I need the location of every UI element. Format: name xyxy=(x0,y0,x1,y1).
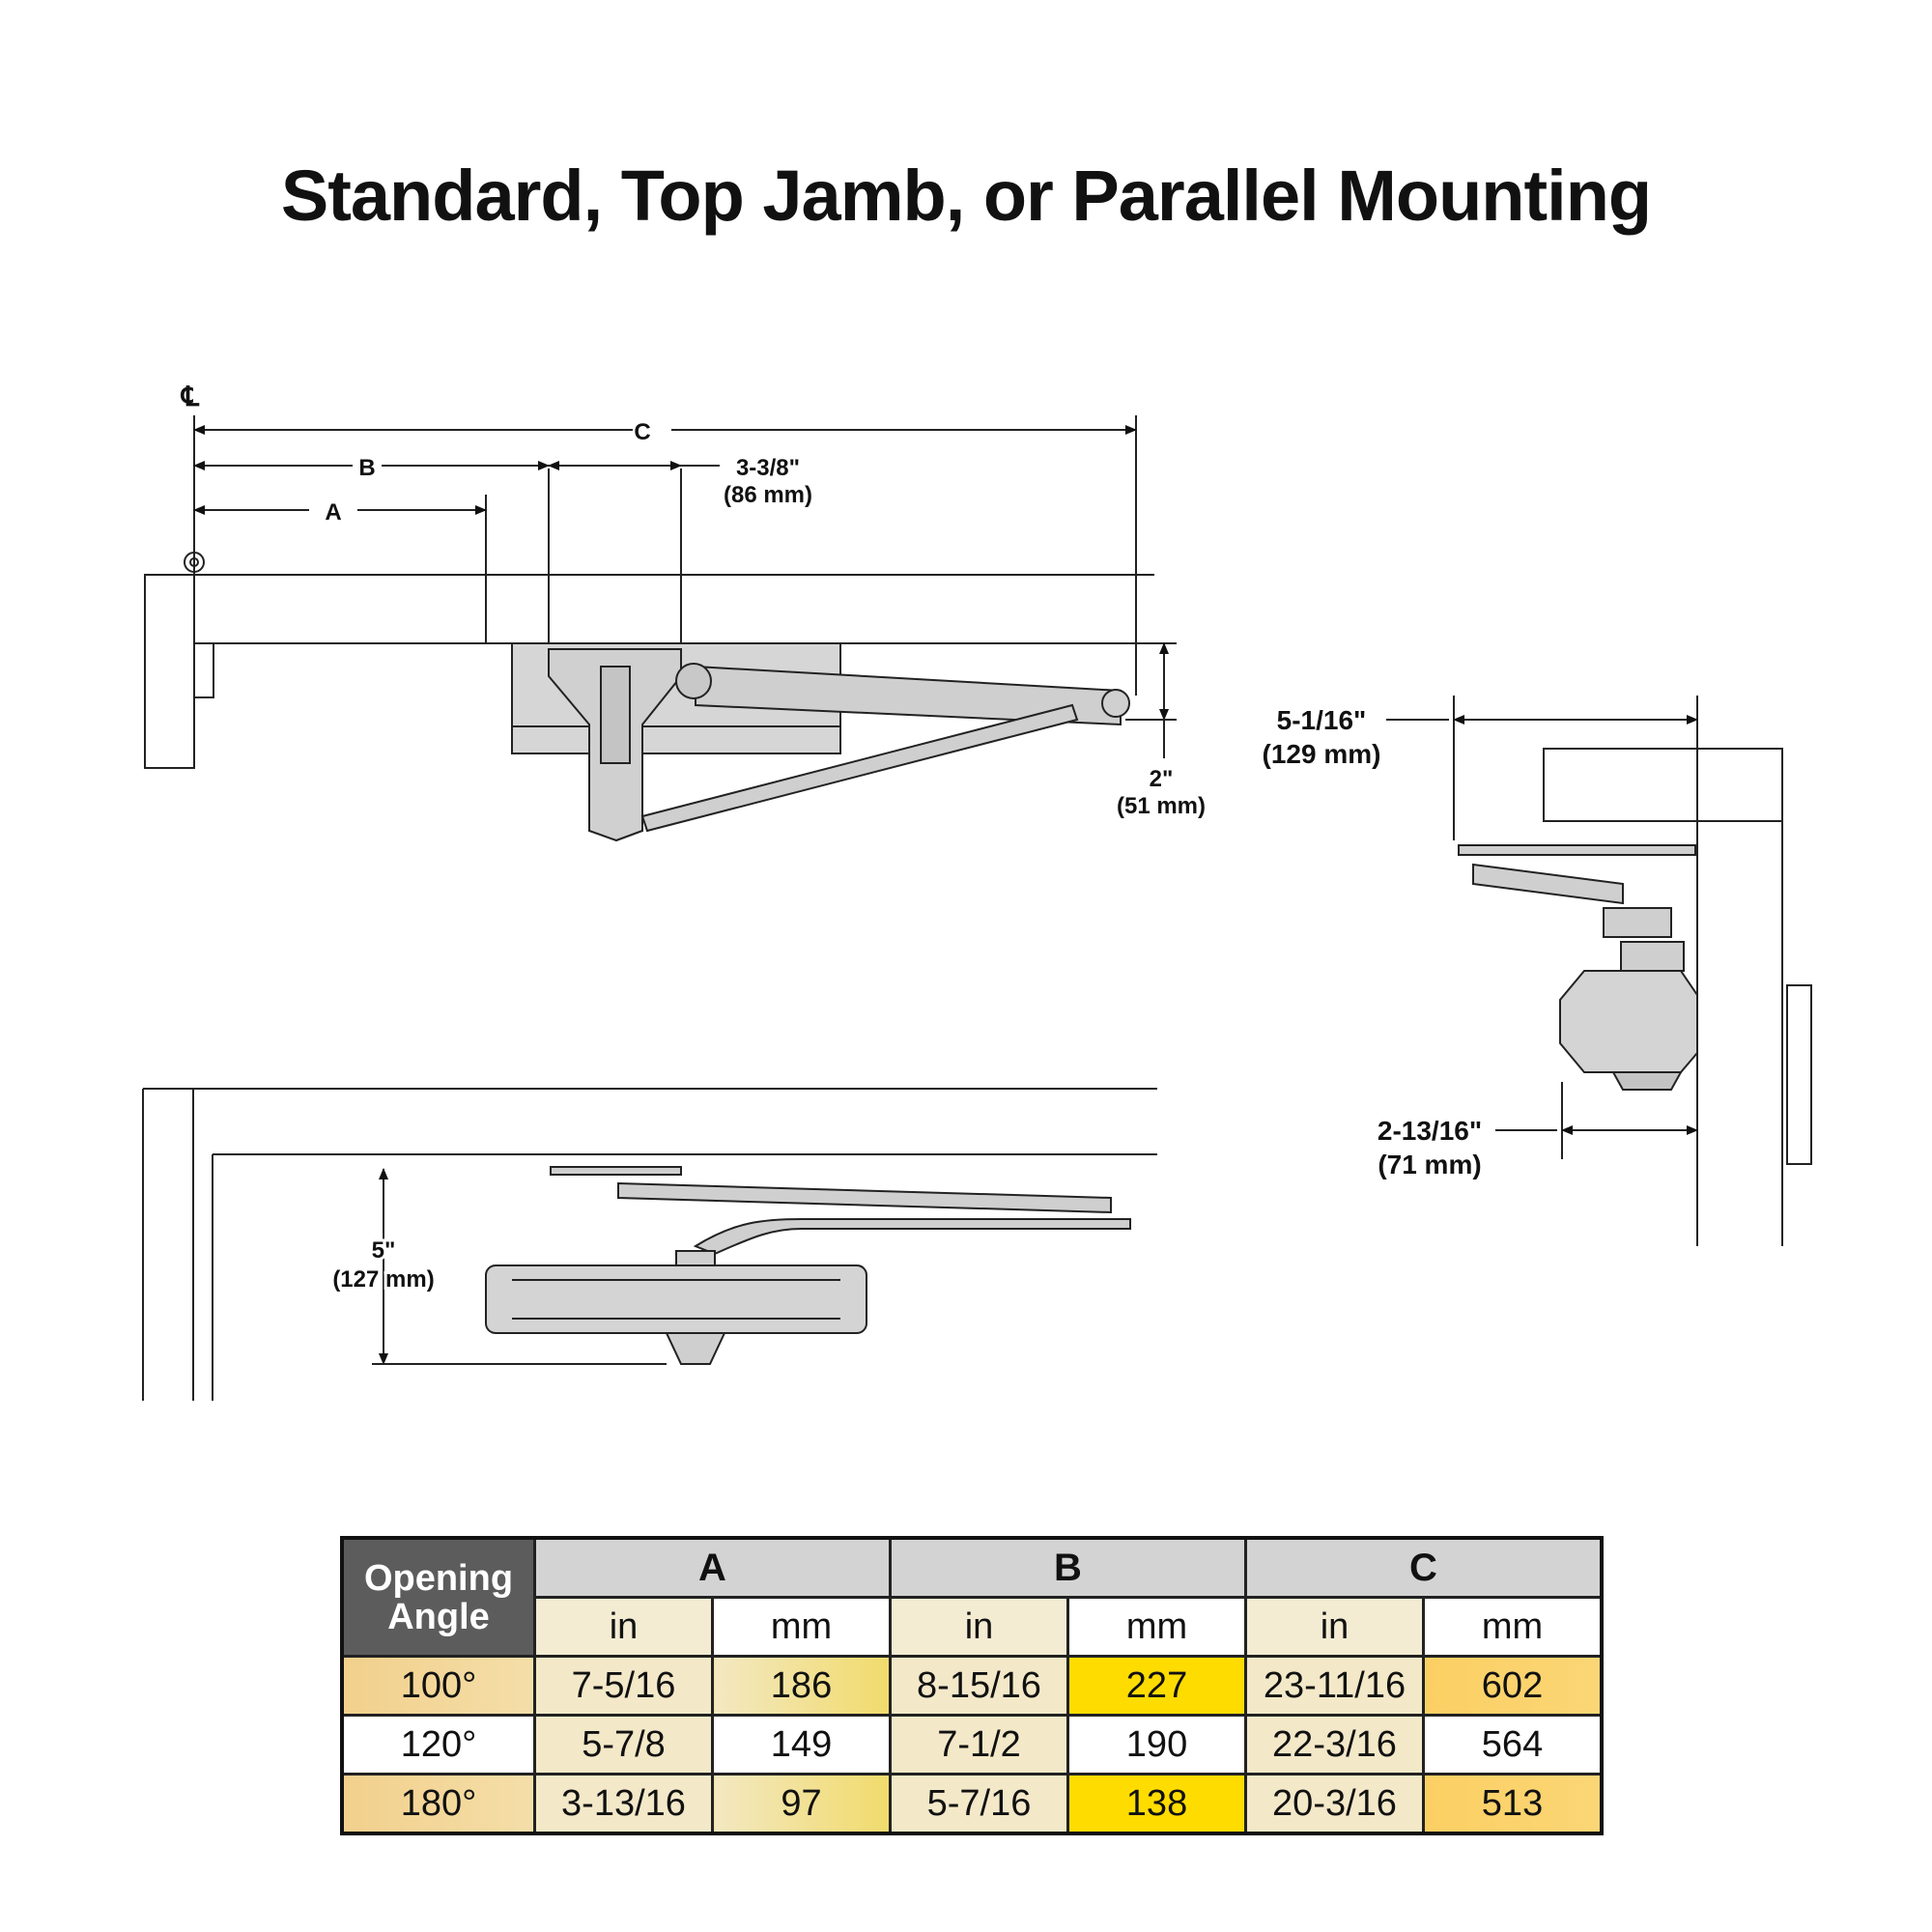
depth-mm-label: (71 mm) xyxy=(1378,1150,1481,1179)
table-cell: 7-5/16 xyxy=(533,1655,714,1717)
table-cell: 149 xyxy=(711,1714,892,1776)
table-cell: 23-11/16 xyxy=(1244,1655,1425,1717)
top-view-diagram: ℄ C B A 3-3/8" (86 mm) 2" ( xyxy=(144,382,1206,842)
group-header-b: B xyxy=(889,1536,1247,1599)
table-cell: 190 xyxy=(1066,1714,1247,1776)
centerline-symbol: ℄ xyxy=(180,382,200,412)
arm-mm-label: (51 mm) xyxy=(1117,793,1206,819)
angle-cell: 180° xyxy=(340,1773,536,1835)
table-cell: 97 xyxy=(711,1773,892,1835)
table-cell: 513 xyxy=(1422,1773,1604,1835)
table-row: 180° 3-13/16 97 5-7/16 138 20-3/16 513 xyxy=(340,1773,1604,1835)
dim-a-label: A xyxy=(325,499,341,526)
offset-mm-label: (86 mm) xyxy=(724,482,812,508)
table-cell: 564 xyxy=(1422,1714,1604,1776)
table-cell: 20-3/16 xyxy=(1244,1773,1425,1835)
angle-cell: 100° xyxy=(340,1655,536,1717)
table-cell: 5-7/16 xyxy=(889,1773,1069,1835)
height-mm-label: (127 mm) xyxy=(332,1266,434,1293)
table-cell: 138 xyxy=(1066,1773,1247,1835)
width-in-label: 5-1/16" xyxy=(1277,705,1367,735)
unit-header: in xyxy=(1244,1596,1425,1658)
dim-b-label: B xyxy=(358,455,375,481)
table-row: 120° 5-7/8 149 7-1/2 190 22-3/16 564 xyxy=(340,1714,1604,1776)
table-row: 100° 7-5/16 186 8-15/16 227 23-11/16 602 xyxy=(340,1655,1604,1717)
table-cell: 3-13/16 xyxy=(533,1773,714,1835)
group-header-a: A xyxy=(533,1536,892,1599)
unit-header: in xyxy=(889,1596,1069,1658)
side-view-diagram: 5-1/16" (129 mm) 2-13/16" (71 mm) xyxy=(1263,696,1812,1246)
unit-header: mm xyxy=(711,1596,892,1658)
table-cell: 227 xyxy=(1066,1655,1247,1717)
table-cell: 8-15/16 xyxy=(889,1655,1069,1717)
table-cell: 22-3/16 xyxy=(1244,1714,1425,1776)
height-in-label: 5" xyxy=(372,1237,396,1264)
dim-c-label: C xyxy=(634,419,650,445)
group-header-c: C xyxy=(1244,1536,1604,1599)
unit-header: mm xyxy=(1066,1596,1247,1658)
depth-in-label: 2-13/16" xyxy=(1378,1116,1482,1146)
header-line-1: Opening xyxy=(363,1557,514,1599)
front-view-diagram: 5" (127 mm) xyxy=(142,1088,1157,1401)
table-cell: 7-1/2 xyxy=(889,1714,1069,1776)
offset-in-label: 3-3/8" xyxy=(736,455,800,481)
unit-header: in xyxy=(533,1596,714,1658)
width-mm-label: (129 mm) xyxy=(1263,739,1381,769)
page-title: Standard, Top Jamb, or Parallel Mounting xyxy=(280,156,1652,236)
angle-cell: 120° xyxy=(340,1714,536,1776)
header-line-2: Angle xyxy=(387,1596,490,1637)
arm-in-label: 2" xyxy=(1150,766,1174,792)
unit-header: mm xyxy=(1422,1596,1604,1658)
table-cell: 186 xyxy=(711,1655,892,1717)
table-cell: 602 xyxy=(1422,1655,1604,1717)
table-cell: 5-7/8 xyxy=(533,1714,714,1776)
